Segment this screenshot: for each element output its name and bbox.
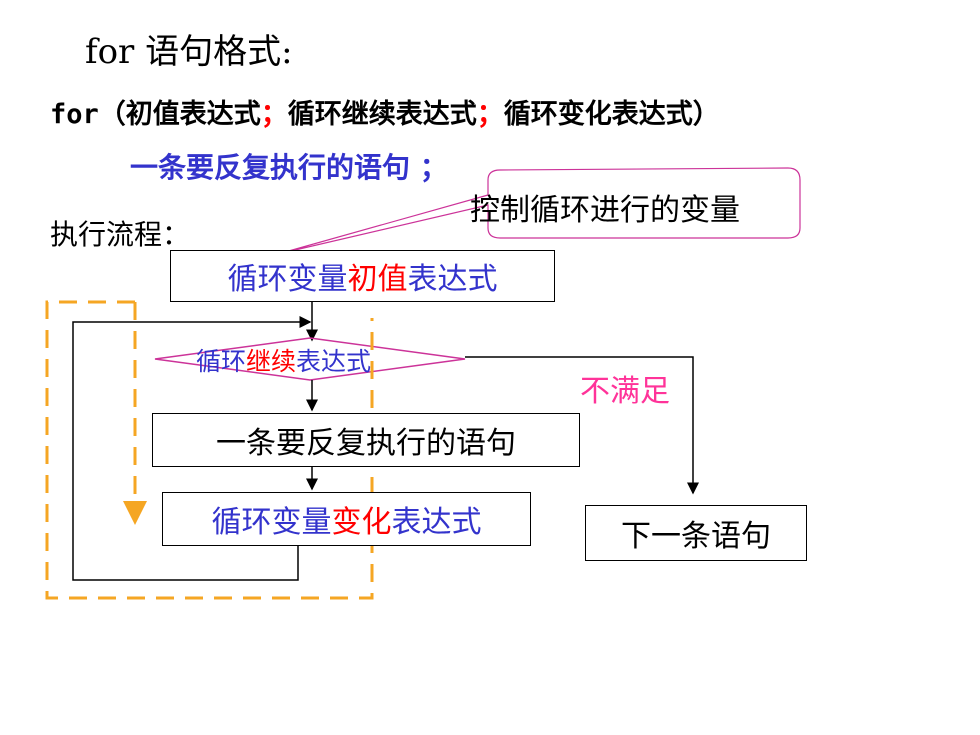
for-keyword: for [50, 99, 99, 130]
condition-post: 表达式 [296, 347, 372, 376]
callout-text: 控制循环进行的变量 [470, 193, 740, 228]
init-highlight: 初值 [347, 262, 408, 297]
body-statement: 一条要反复执行的语句 ； [130, 151, 448, 184]
init-pre: 循环变量 [227, 262, 348, 297]
update-box: 循环变量变化表达式 [162, 492, 531, 546]
callout-bubble [277, 167, 801, 255]
condition-pre: 循环 [196, 347, 247, 376]
init-post: 表达式 [407, 262, 498, 297]
for-syntax: for（初值表达式；循环继续表达式；循环变化表达式） [50, 92, 720, 131]
not-satisfied-label: 不满足 [580, 374, 670, 409]
syntax-update: 循环变化表达式） [503, 99, 720, 130]
update-highlight: 变化 [331, 505, 392, 540]
syntax-condition: 循环继续表达式 [287, 99, 477, 130]
page-title: for 语句格式: [85, 32, 293, 72]
loop-back-line [72, 316, 312, 581]
update-post: 表达式 [391, 505, 482, 540]
exec-flow-label: 执行流程： [50, 218, 191, 251]
next-statement-box: 下一条语句 [585, 505, 807, 561]
condition-label: 循环继续表达式 [196, 342, 371, 378]
loop-region-dashed [45, 300, 374, 600]
syntax-semicolon-2: ； [476, 99, 504, 130]
arrow-to-next [465, 356, 699, 495]
body-box: 一条要反复执行的语句 [152, 413, 580, 467]
update-pre: 循环变量 [211, 505, 332, 540]
syntax-semicolon-1: ； [260, 99, 288, 130]
condition-diamond [154, 337, 466, 381]
syntax-init: （初值表达式 [98, 99, 261, 130]
init-box: 循环变量初值表达式 [170, 250, 555, 302]
condition-highlight: 继续 [246, 347, 297, 376]
